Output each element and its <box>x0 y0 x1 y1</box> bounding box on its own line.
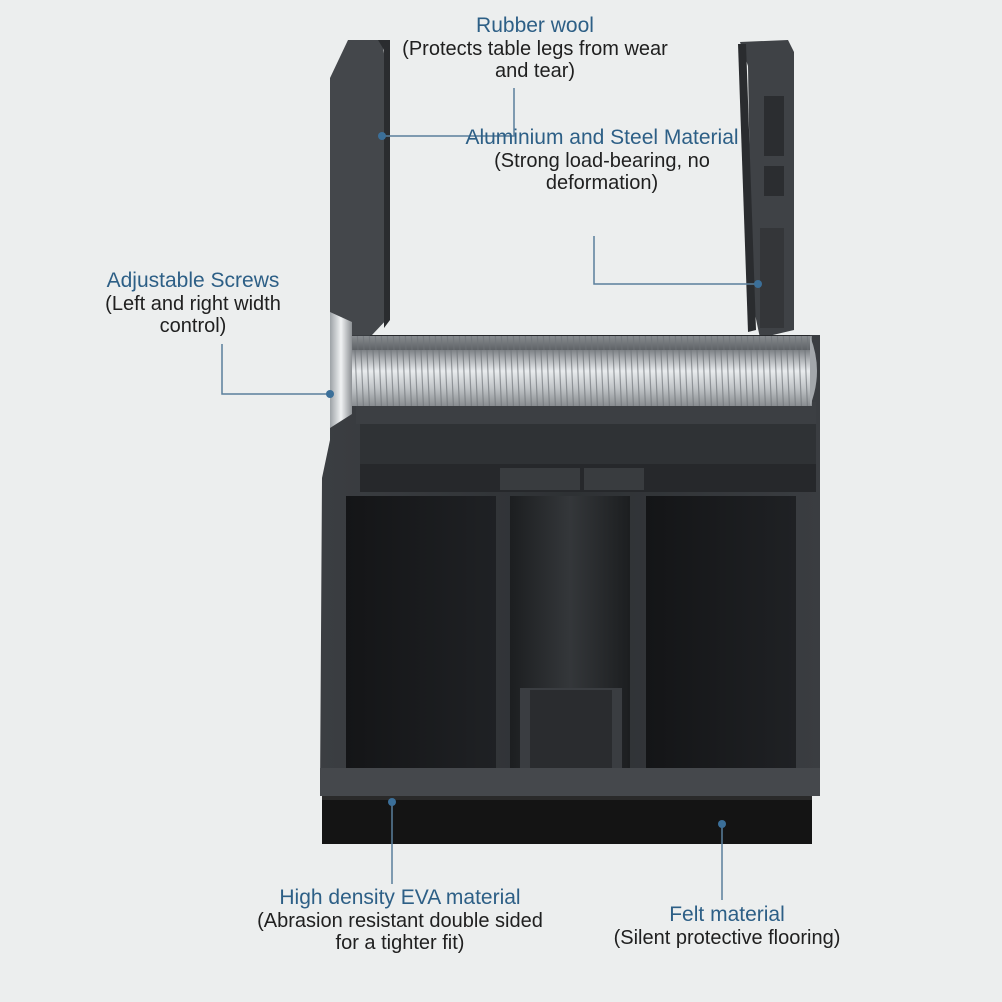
leader-rubber-wool <box>382 88 515 137</box>
left-cavity <box>346 496 496 768</box>
right-cavity <box>646 496 796 768</box>
dot-eva <box>388 798 396 806</box>
label-eva-material-title: High density EVA material <box>279 886 521 909</box>
label-felt-material-desc: (Silent protective flooring) <box>613 926 841 949</box>
label-aluminium-steel-title: Aluminium and Steel Material <box>465 126 739 149</box>
label-aluminium-steel: Aluminium and Steel Material (Strong loa… <box>462 126 742 194</box>
label-eva-material-desc: (Abrasion resistant double sided for a t… <box>257 909 543 954</box>
base-rim <box>320 768 820 796</box>
label-rubber-wool: Rubber wool (Protects table legs from we… <box>395 14 675 82</box>
dot-aluminium <box>754 280 762 288</box>
label-adjustable-screws-title: Adjustable Screws <box>106 269 280 292</box>
label-rubber-wool-desc: (Protects table legs from wear and tear) <box>402 37 668 82</box>
leader-screws <box>221 344 330 395</box>
dot-rubber-wool <box>378 132 386 140</box>
dot-screws <box>326 390 334 398</box>
felt-pad <box>322 796 812 844</box>
label-aluminium-steel-desc: (Strong load-bearing, no deformation) <box>494 149 710 194</box>
leader-aluminium <box>593 236 758 285</box>
label-rubber-wool-title: Rubber wool <box>476 14 594 37</box>
label-felt-material-title: Felt material <box>669 903 785 926</box>
label-felt-material: Felt material (Silent protective floorin… <box>582 903 872 949</box>
label-adjustable-screws: Adjustable Screws (Left and right width … <box>82 269 304 337</box>
label-adjustable-screws-desc: (Left and right width control) <box>105 292 281 337</box>
left-arm <box>330 40 390 335</box>
right-arm <box>738 40 794 338</box>
label-eva-material: High density EVA material (Abrasion resi… <box>252 886 548 954</box>
dot-felt <box>718 820 726 828</box>
screw <box>330 312 817 428</box>
